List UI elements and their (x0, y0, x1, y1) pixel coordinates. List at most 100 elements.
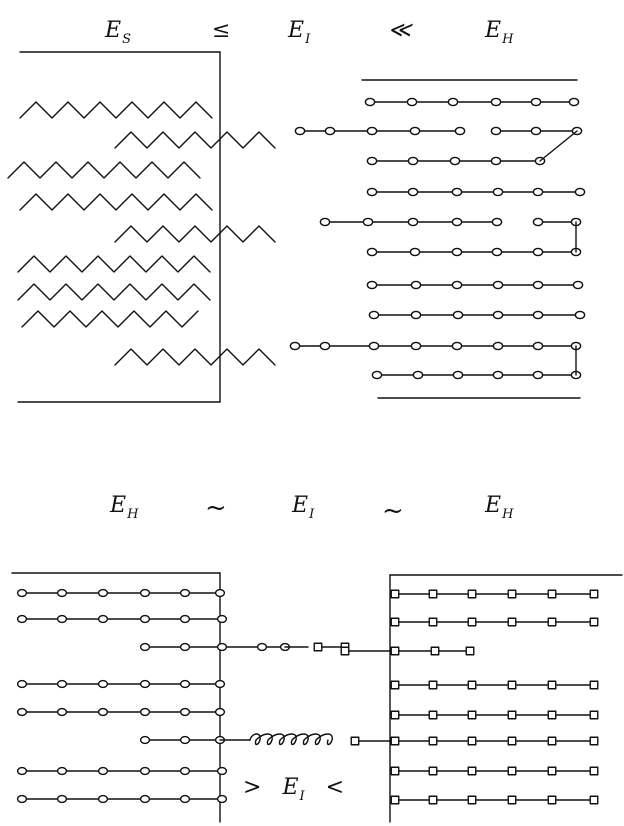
bottom-middle-energy-label: EI (292, 493, 314, 522)
zigzag-chain (19, 101, 213, 119)
chain-square (589, 766, 599, 776)
chain-bead (179, 679, 191, 689)
chain-bead (407, 217, 419, 227)
polymer-coil (249, 733, 333, 746)
chain-square (467, 766, 477, 776)
chain-bead (56, 588, 68, 598)
chain-bead (532, 217, 544, 227)
chain-bead (179, 794, 191, 804)
chain-bead (97, 679, 109, 689)
chain-bead (139, 614, 151, 624)
top-right-coating (289, 79, 586, 399)
bottom-right-substrate (313, 574, 623, 823)
chain-bead (492, 341, 504, 351)
chain-square (507, 589, 517, 599)
chain-square (547, 766, 557, 776)
chain-square (465, 646, 475, 656)
chain-square (589, 617, 599, 627)
zigzag-chain (21, 310, 199, 328)
chain-bead (97, 614, 109, 624)
chain-square (467, 617, 477, 627)
chain-square (507, 736, 517, 746)
chain-bead (56, 766, 68, 776)
chain-bead (412, 370, 424, 380)
chain-square (428, 795, 438, 805)
chain-square (547, 795, 557, 805)
chain-square (589, 795, 599, 805)
chain-square (547, 710, 557, 720)
top-left-energy-subscript: S (122, 32, 131, 47)
chain-bead (214, 588, 226, 598)
chain-bead (451, 187, 463, 197)
chain-square (467, 680, 477, 690)
chain-square (390, 646, 400, 656)
chain-square (467, 795, 477, 805)
chain-bead (368, 341, 380, 351)
chain-bead (532, 280, 544, 290)
chain-bead (492, 280, 504, 290)
chain-bead (530, 97, 542, 107)
chain-bead (362, 217, 374, 227)
top-left-energy-label: ES (105, 18, 131, 47)
chain-bead (56, 794, 68, 804)
top-left-substrate (7, 51, 276, 403)
chain-bead (216, 794, 228, 804)
bottom-right-energy-symbol: E (485, 493, 502, 518)
chain-bead (139, 642, 151, 652)
chain-square (428, 736, 438, 746)
chain-bead (139, 707, 151, 717)
chain-bead (16, 588, 28, 598)
chain-bead (179, 588, 191, 598)
chain-square (589, 736, 599, 746)
chain-bead (491, 247, 503, 257)
top-middle-energy-symbol: E (288, 18, 305, 43)
chain-bead (179, 735, 191, 745)
bottom-relation-1: ~ (205, 493, 227, 523)
chain-bead (574, 310, 586, 320)
chain-bead (574, 187, 586, 197)
chain-bead (16, 794, 28, 804)
chain-bead (409, 126, 421, 136)
chain-bead (532, 187, 544, 197)
chain-bead (568, 97, 580, 107)
bottom-left-energy-symbol: E (110, 493, 127, 518)
chain-bead (371, 370, 383, 380)
chain-bead (532, 310, 544, 320)
chain-square (428, 766, 438, 776)
chain-square (589, 710, 599, 720)
chain-square (467, 710, 477, 720)
chain-square (313, 642, 323, 652)
chain-square (390, 589, 400, 599)
chain-bead (491, 217, 503, 227)
chain-bead (364, 97, 376, 107)
chain-square (467, 736, 477, 746)
chain-bead (572, 280, 584, 290)
chain-square (467, 589, 477, 599)
chain-bead (16, 614, 28, 624)
bottom-left-energy-subscript: H (127, 507, 139, 522)
top-right-energy-symbol: E (485, 18, 502, 43)
chain-bead (214, 707, 226, 717)
chain-bead (16, 766, 28, 776)
chain-square (390, 736, 400, 746)
chain-square (350, 736, 360, 746)
chain-bead (139, 588, 151, 598)
chain-square (430, 646, 440, 656)
chain-bead (410, 310, 422, 320)
zigzag-chain (17, 283, 211, 301)
chain-bead (366, 187, 378, 197)
chain-bead (179, 707, 191, 717)
chain-bead (490, 156, 502, 166)
bond-fold (539, 130, 578, 162)
chain-bead (530, 126, 542, 136)
chain-bead (407, 187, 419, 197)
chain-bead (492, 310, 504, 320)
chain-bead (452, 310, 464, 320)
chain-bead (139, 679, 151, 689)
zigzag-chain-penetrating (114, 348, 276, 366)
chain-square (507, 795, 517, 805)
chain-bead (410, 280, 422, 290)
bottom-middle-energy-subscript: I (309, 507, 315, 522)
chain-bead (294, 126, 306, 136)
